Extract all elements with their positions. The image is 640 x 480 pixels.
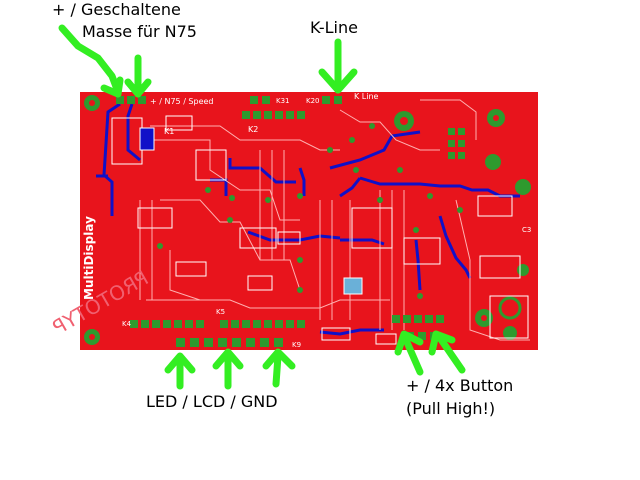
- arrow-button-1: [402, 336, 424, 376]
- label-kline: K-Line: [310, 18, 358, 37]
- arrow-button-2-head: [428, 330, 456, 356]
- ref-k1: K1: [164, 127, 174, 136]
- vias: [157, 123, 463, 299]
- components: [111, 115, 529, 345]
- arrow-top-left-1: [58, 24, 122, 96]
- label-switched-ground-n75-line2: Masse für N75: [82, 22, 197, 41]
- ref-k20: K20: [306, 97, 320, 105]
- label-switched-ground-n75-line1: + / Geschaltene: [52, 0, 181, 19]
- annotation-arrows: [58, 24, 466, 390]
- ref-k2: K2: [248, 125, 258, 134]
- arrow-button-1-head: [394, 330, 424, 356]
- arrow-bottom-2-head: [212, 348, 244, 370]
- arrow-bottom-3: [272, 352, 282, 388]
- silk-top-label: + / N75 / Speed: [150, 97, 214, 106]
- ref-c3: C3: [522, 226, 531, 234]
- arrow-top-left-1-head: [100, 76, 124, 98]
- ref-k5: K5: [216, 308, 225, 316]
- arrow-bottom-1-head: [164, 352, 196, 374]
- header-pads: [116, 96, 465, 347]
- thin-traces: [139, 99, 530, 341]
- arrow-top-left-2-head: [124, 78, 152, 98]
- arrow-button-2: [436, 334, 466, 374]
- board-name: MultiDisplay: [82, 216, 96, 300]
- silk-kline-label: K Line: [354, 92, 379, 101]
- ref-k9: K9: [292, 341, 301, 349]
- arrow-bottom-3-head: [262, 348, 296, 370]
- label-buttons-line2: (Pull High!): [406, 399, 496, 418]
- label-led-lcd-gnd: LED / LCD / GND: [146, 392, 278, 411]
- label-buttons-line1: + / 4x Button: [406, 376, 514, 395]
- ref-k31: K31: [276, 97, 290, 105]
- arrow-kline-head: [318, 68, 358, 94]
- ref-k4: K4: [122, 320, 132, 328]
- mounting-holes: [84, 95, 531, 345]
